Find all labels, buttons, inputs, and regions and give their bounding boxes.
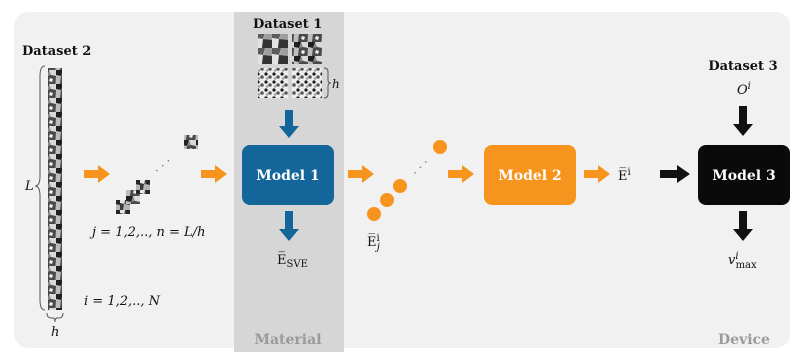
dataset1-images: [258, 34, 322, 98]
model2-box: [484, 145, 576, 205]
model1-box: [242, 145, 334, 205]
arrow-orange-1: [84, 165, 110, 183]
e-sve-label: E̅SVE: [277, 252, 308, 270]
arrow-blue-1: [279, 110, 299, 138]
arrow-black-3: [733, 211, 753, 241]
h-brace-dataset1: [323, 67, 332, 99]
o-label: Oi: [737, 81, 751, 98]
model3-label: Model 3: [712, 168, 775, 184]
h-label-bottom: h: [51, 325, 59, 340]
e-i-label: E̅i: [618, 167, 631, 184]
dataset1-title: Dataset 1: [253, 17, 322, 32]
device-region-label: Device: [718, 332, 770, 348]
arrow-orange-3: [348, 165, 374, 183]
arrow-blue-2: [279, 211, 299, 241]
arrow-orange-2: [201, 165, 227, 183]
L-label: L: [24, 179, 34, 194]
dataset2-strip: [48, 68, 62, 310]
model3-box: [698, 145, 790, 205]
dataset2-title: Dataset 2: [22, 44, 91, 59]
arrow-orange-4: [448, 165, 474, 183]
model1-label: Model 1: [256, 168, 319, 184]
L-brace: [34, 65, 46, 311]
dataset3-title: Dataset 3: [708, 59, 777, 74]
h-label-dataset1: h: [332, 77, 340, 91]
i-index-label: i = 1,2,.., N: [84, 294, 161, 309]
e-ij-points: [367, 140, 447, 221]
h-brace-bottom: [46, 312, 64, 323]
material-region-label: Material: [254, 332, 321, 348]
j-index-label: j = 1,2,.., n = L/h: [89, 225, 205, 240]
arrow-black-2: [733, 106, 753, 136]
arrow-black-1: [660, 165, 690, 183]
model2-label: Model 2: [498, 168, 561, 184]
arrow-orange-5: [584, 165, 610, 183]
sve-tiles: [116, 135, 198, 214]
